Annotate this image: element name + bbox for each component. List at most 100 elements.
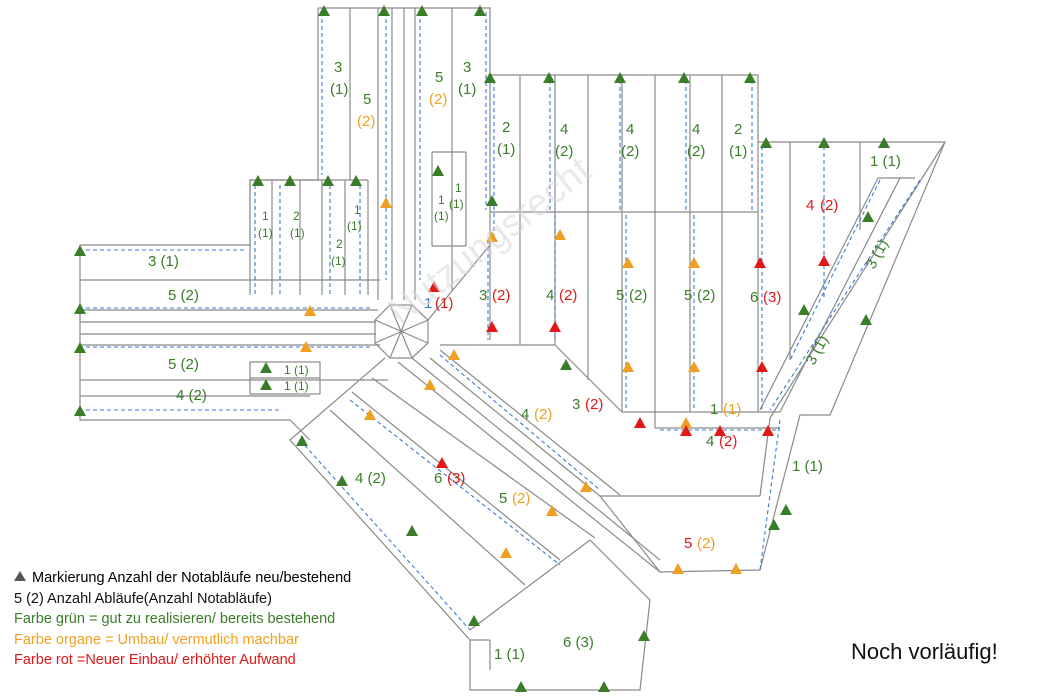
- triangle-marker-icon: [634, 417, 646, 428]
- zone-label: (1): [331, 254, 346, 268]
- triangle-marker-icon: [260, 362, 272, 373]
- triangle-marker-icon: [760, 137, 772, 148]
- zone-label: 1 (1): [284, 379, 309, 393]
- zone-label: 2: [293, 209, 300, 223]
- triangle-marker-icon: [484, 72, 496, 83]
- zone-label: 6: [434, 470, 442, 487]
- triangle-marker-icon: [296, 435, 308, 446]
- zone-label: 3: [572, 396, 580, 413]
- zone-label: 5: [499, 490, 507, 507]
- zone-label: (1): [723, 401, 741, 418]
- zone-label: 5: [616, 287, 624, 304]
- triangle-marker-icon: [818, 255, 830, 266]
- triangle-marker-icon: [688, 257, 700, 268]
- triangle-marker-icon: [780, 504, 792, 515]
- zone-label: (1): [729, 143, 747, 160]
- triangle-marker-icon: [304, 305, 316, 316]
- triangle-marker-icon: [436, 457, 448, 468]
- zone-label: 5 (2): [168, 356, 199, 373]
- zone-label: 6 (3): [563, 634, 594, 651]
- zone-label: (2): [492, 287, 510, 304]
- zone-label: (1): [290, 226, 305, 240]
- zone-label: (3): [447, 470, 465, 487]
- zone-label: 4 (2): [355, 470, 386, 487]
- zone-label: 1: [262, 209, 269, 223]
- triangle-marker-icon: [580, 481, 592, 492]
- zone-label: (2): [621, 143, 639, 160]
- zone-label: (1): [434, 209, 449, 223]
- triangle-marker-icon: [680, 425, 692, 436]
- zone-label: (2): [559, 287, 577, 304]
- zone-label: 4: [560, 121, 568, 138]
- zone-label: (2): [629, 287, 647, 304]
- zone-label: (2): [697, 535, 715, 552]
- zone-label: (1): [435, 295, 453, 312]
- triangle-marker-icon: [428, 281, 440, 292]
- zone-label: 6: [750, 289, 758, 306]
- triangle-marker-icon: [622, 257, 634, 268]
- triangle-marker-icon: [672, 563, 684, 574]
- zone-label: (1): [258, 226, 273, 240]
- triangle-marker-icon: [448, 349, 460, 360]
- zone-label: 3 (1): [148, 253, 179, 270]
- triangle-marker-icon: [754, 257, 766, 268]
- triangle-marker-icon: [486, 231, 498, 242]
- zone-label: 4: [521, 406, 529, 423]
- zone-label: (1): [347, 219, 362, 233]
- zone-label: (2): [512, 490, 530, 507]
- roof-outline: [79, 7, 946, 691]
- triangle-marker-icon: [350, 175, 362, 186]
- triangle-marker-icon: [406, 525, 418, 536]
- triangle-marker-icon: [424, 379, 436, 390]
- zone-label: 2: [734, 121, 742, 138]
- zone-label: 1: [424, 295, 432, 312]
- triangle-marker-icon: [598, 681, 610, 692]
- zone-label: (2): [719, 433, 737, 450]
- zone-label: (2): [429, 91, 447, 108]
- zone-label: (2): [687, 143, 705, 160]
- zone-label: 3: [463, 59, 471, 76]
- triangle-marker-icon: [546, 505, 558, 516]
- zone-label: 1: [438, 193, 445, 207]
- triangle-marker-icon: [364, 409, 376, 420]
- zone-label: 5: [684, 287, 692, 304]
- triangle-marker-icon: [336, 475, 348, 486]
- triangle-marker-icon: [798, 304, 810, 315]
- zone-label: 4: [546, 287, 554, 304]
- triangle-marker-icon: [14, 571, 26, 581]
- triangle-marker-icon: [678, 72, 690, 83]
- triangle-marker-icon: [554, 229, 566, 240]
- triangle-marker-icon: [74, 405, 86, 416]
- triangle-marker-icon: [300, 341, 312, 352]
- zone-label: 4: [626, 121, 634, 138]
- zone-label: 2: [502, 119, 510, 136]
- zone-label: (1): [449, 197, 464, 211]
- zone-label: 5: [363, 91, 371, 108]
- triangle-marker-icon: [74, 303, 86, 314]
- triangle-marker-icon: [730, 563, 742, 574]
- triangle-marker-icon: [614, 72, 626, 83]
- red-markers: [428, 255, 830, 468]
- triangle-marker-icon: [768, 519, 780, 530]
- zone-label: 4: [692, 121, 700, 138]
- triangle-marker-icon: [860, 314, 872, 325]
- zone-label: 1 (1): [284, 363, 309, 377]
- triangle-marker-icon: [756, 361, 768, 372]
- zone-label: (2): [820, 197, 838, 214]
- zone-label: 4: [806, 197, 814, 214]
- legend-line-format: 5 (2) Anzahl Abläufe(Anzahl Notabläufe): [14, 590, 272, 607]
- zone-label: 3: [479, 287, 487, 304]
- zone-label: 5: [684, 535, 692, 552]
- zone-label: 5: [435, 69, 443, 86]
- triangle-marker-icon: [549, 321, 561, 332]
- legend: Markierung Anzahl der Notabläufe neu/bes…: [14, 568, 351, 671]
- triangle-marker-icon: [474, 5, 486, 16]
- zone-label: (2): [357, 113, 375, 130]
- triangle-marker-icon: [468, 615, 480, 626]
- triangle-marker-icon: [318, 5, 330, 16]
- triangle-marker-icon: [416, 5, 428, 16]
- zone-label: 1 (1): [792, 458, 823, 475]
- triangle-marker-icon: [638, 630, 650, 641]
- zone-label: 2: [336, 237, 343, 251]
